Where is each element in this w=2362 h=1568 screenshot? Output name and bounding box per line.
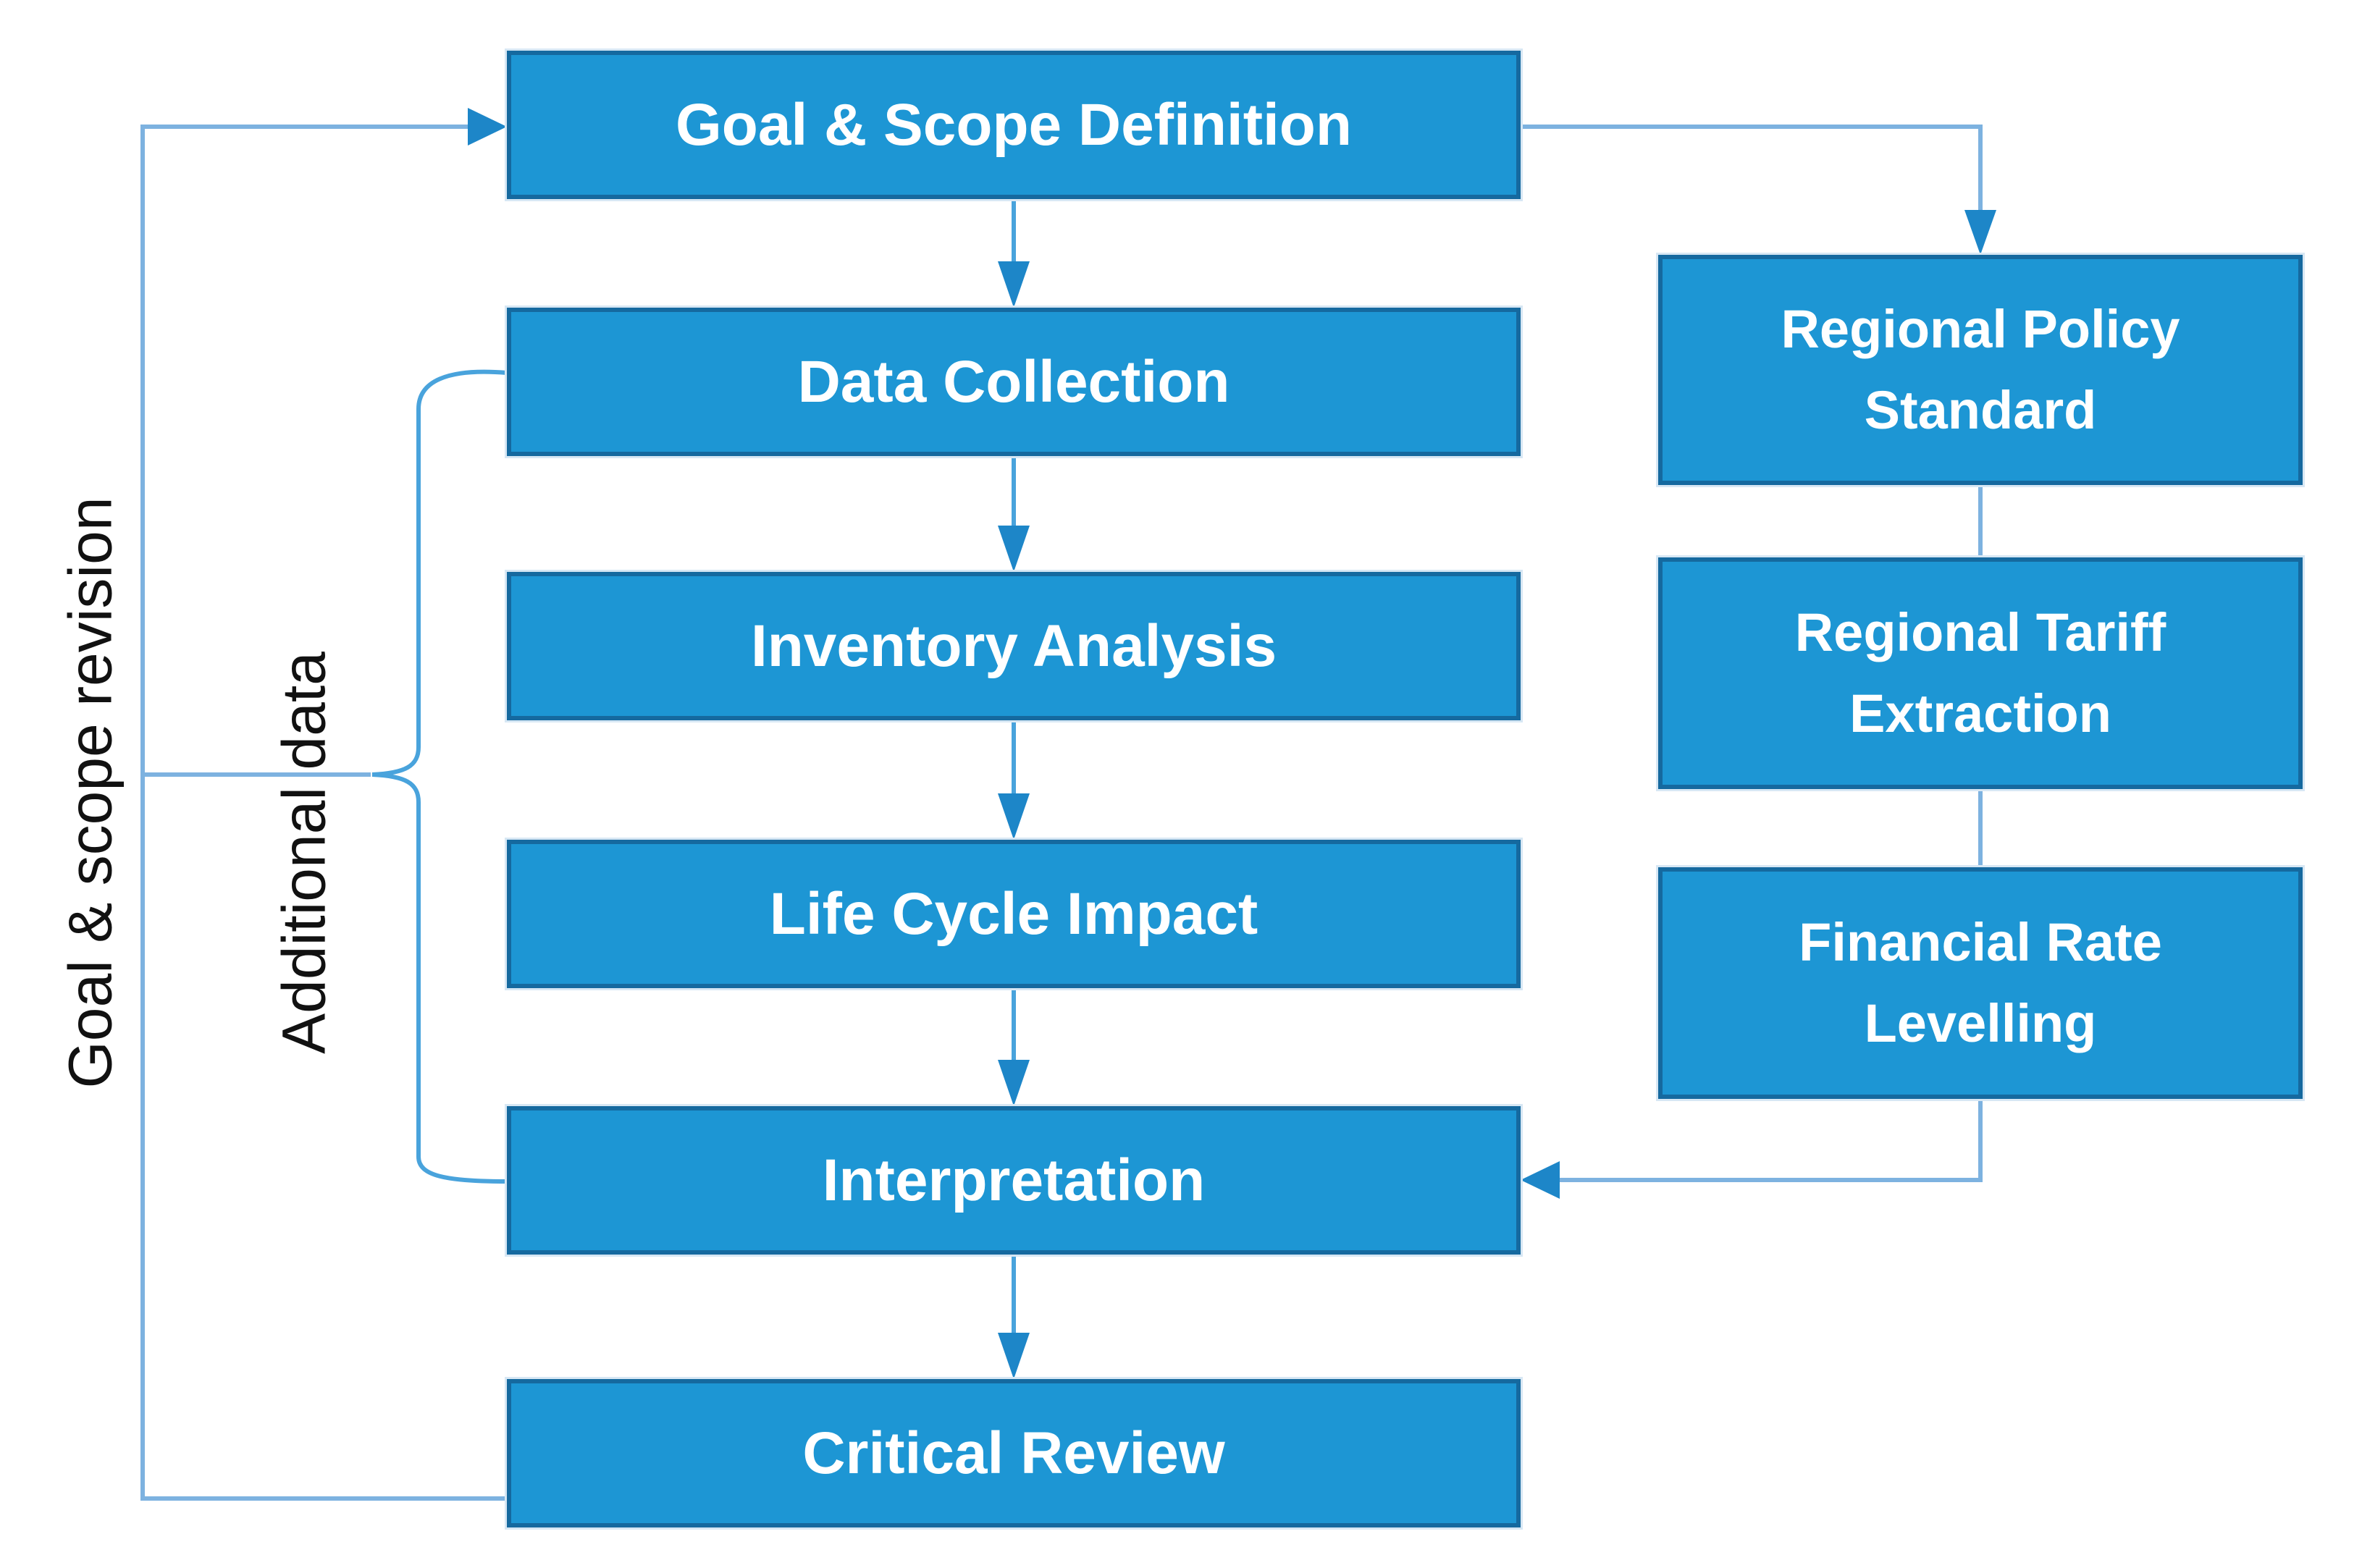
brace-additional-data (371, 369, 508, 1184)
label-goal-scope-revision: Goal & scope revision (56, 497, 125, 1089)
flow-box-goal-scope-definition: Goal & Scope Definition (507, 51, 1521, 199)
flow-box-label: Regional Tariff Extraction (1794, 602, 2166, 743)
arrowhead-into-interpretation (1521, 1161, 1560, 1199)
flow-box-data-collection: Data Collection (507, 308, 1521, 456)
flow-box-label: Life Cycle Impact (769, 880, 1258, 947)
connector-levelling-to-interpretation (1560, 1099, 1983, 1182)
flow-box-critical-review: Critical Review (507, 1379, 1521, 1527)
flow-box-interpretation: Interpretation (507, 1106, 1521, 1255)
flow-box-label: Goal & Scope Definition (676, 91, 1352, 158)
flow-box-label: Data Collection (797, 348, 1230, 415)
connector-revision-loop (140, 125, 507, 1501)
arrowhead-into-inventory-analysis (998, 526, 1030, 572)
label-additional-data: Additional data (269, 652, 338, 1054)
flow-box-life-cycle-impact: Life Cycle Impact (507, 840, 1521, 988)
connector-goal-to-policy (1521, 125, 1983, 214)
flow-box-label: Inventory Analysis (750, 612, 1277, 679)
flow-box-label: Financial Rate Levelling (1799, 911, 2162, 1053)
arrowhead-into-goal-scope (468, 108, 507, 146)
flow-box-label: Critical Review (802, 1420, 1225, 1486)
arrowhead-into-regional-policy (1964, 210, 1996, 255)
flow-box-regional-tariff-extraction: Regional Tariff Extraction (1658, 557, 2303, 789)
arrowhead-into-data-collection (998, 261, 1030, 308)
flow-box-financial-rate-levelling: Financial Rate Levelling (1658, 867, 2303, 1099)
flow-box-regional-policy-standard: Regional Policy Standard (1658, 255, 2303, 485)
arrowhead-into-critical-review (998, 1333, 1030, 1379)
flow-box-label: Interpretation (822, 1147, 1206, 1213)
flow-box-inventory-analysis: Inventory Analysis (507, 572, 1521, 720)
arrowhead-into-interpretation-top (998, 1060, 1030, 1106)
arrowhead-into-life-cycle-impact (998, 793, 1030, 840)
flow-box-label: Regional Policy Standard (1781, 298, 2180, 440)
